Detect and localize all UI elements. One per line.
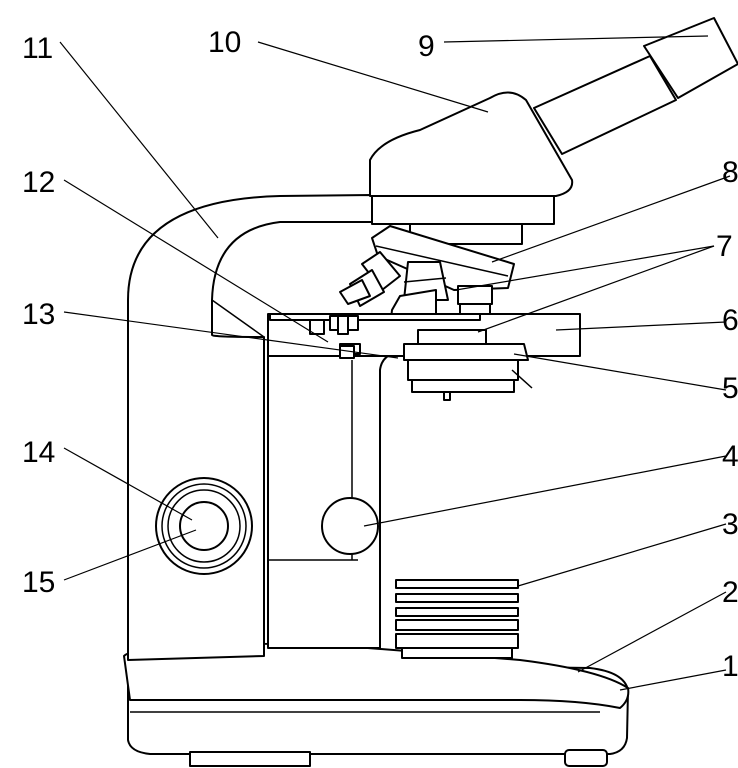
label-14: 14 xyxy=(22,436,55,469)
label-4: 4 xyxy=(722,440,738,473)
leader-14 xyxy=(63,447,193,521)
label-15: 15 xyxy=(22,566,55,599)
label-9: 9 xyxy=(418,30,435,63)
label-12: 12 xyxy=(22,166,55,199)
label-13: 13 xyxy=(22,298,55,331)
leader-4 xyxy=(363,455,727,527)
leader-13 xyxy=(63,311,399,359)
label-2: 2 xyxy=(722,576,738,609)
leader-8 xyxy=(491,175,731,263)
label-5: 5 xyxy=(722,372,738,405)
label-11: 11 xyxy=(22,32,53,65)
part-labels: 11 10 9 12 13 14 15 8 7 6 5 4 3 2 1 xyxy=(22,26,738,683)
leader-7a xyxy=(455,245,715,291)
leader-7b xyxy=(477,245,715,333)
leader-15 xyxy=(63,529,197,581)
leader-lines xyxy=(59,35,731,691)
microscope-base xyxy=(123,642,630,767)
illuminator xyxy=(395,579,519,659)
leader-6 xyxy=(555,321,727,331)
label-8: 8 xyxy=(722,156,738,189)
leader-1 xyxy=(619,669,727,691)
eyepiece-assembly xyxy=(533,17,738,155)
microscope-head xyxy=(369,91,574,245)
leader-11 xyxy=(59,41,219,239)
leader-9 xyxy=(443,35,709,43)
leader-2 xyxy=(577,591,727,673)
label-7: 7 xyxy=(716,230,733,263)
label-3: 3 xyxy=(722,508,738,541)
leader-3 xyxy=(517,523,727,587)
label-1: 1 xyxy=(722,650,738,683)
condenser xyxy=(403,329,533,401)
focus-knobs xyxy=(155,477,379,575)
label-10: 10 xyxy=(208,26,241,59)
leader-10 xyxy=(257,41,489,113)
leader-12 xyxy=(63,179,329,343)
leader-5 xyxy=(513,353,727,391)
label-6: 6 xyxy=(722,304,738,337)
